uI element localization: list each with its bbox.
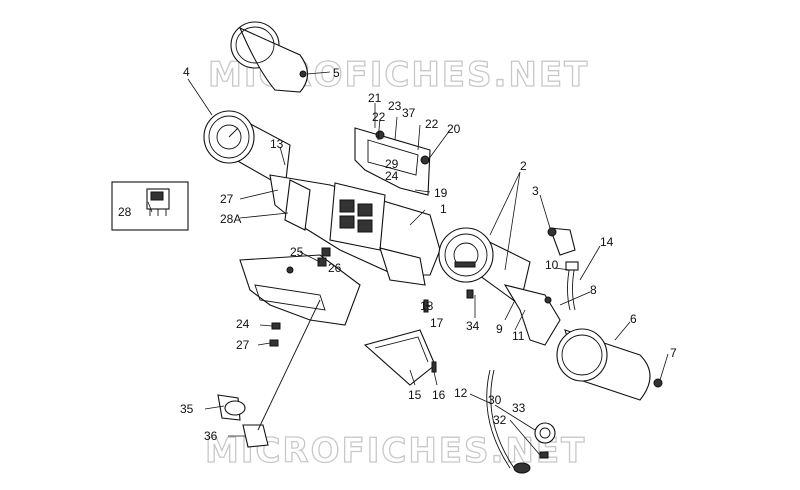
- callout-29: 28A: [220, 212, 241, 226]
- callout-10: 10: [545, 258, 559, 272]
- callout-labels: 4 5 13 27 28 28A 21 23 22 37 22 20 29 24…: [118, 65, 677, 443]
- callout-15: 15: [408, 388, 422, 402]
- callout-6: 6: [630, 312, 637, 326]
- callout-25: 25: [290, 245, 304, 259]
- callout-13: 13: [270, 137, 284, 151]
- callout-22-left: 22: [372, 110, 386, 124]
- part-19-upper-bracket: [354, 127, 431, 196]
- part-6-gauge-cover: [556, 328, 663, 401]
- leader-lines: [147, 71, 669, 456]
- callout-30: 29: [385, 157, 399, 171]
- part-lower-panel: [239, 254, 361, 326]
- callout-22-right: 22: [425, 117, 439, 131]
- part-14-cable: [565, 261, 579, 311]
- callout-37: 37: [402, 106, 416, 120]
- callout-21: 21: [368, 91, 382, 105]
- callout-4: 4: [183, 65, 190, 79]
- callout-24-lower: 24: [236, 317, 250, 331]
- callout-32: 32: [493, 413, 507, 427]
- callout-35: 35: [180, 402, 194, 416]
- callout-2: 2: [520, 159, 527, 173]
- callout-12: 12: [454, 386, 468, 400]
- callout-33: 33: [512, 401, 526, 415]
- callout-7: 7: [670, 346, 677, 360]
- callout-14: 14: [600, 235, 614, 249]
- callout-5: 5: [333, 66, 340, 80]
- callout-31: 30: [488, 393, 502, 407]
- callout-23: 23: [388, 99, 402, 113]
- part-3-connector: [547, 227, 576, 256]
- part-12-speedo-cable: [486, 369, 531, 474]
- part-5-gauge-cover: [230, 21, 309, 93]
- callout-34: 34: [466, 319, 480, 333]
- part-15-cover-plate: [363, 329, 436, 386]
- callout-17: 17: [430, 316, 444, 330]
- callout-1: 1: [440, 202, 447, 216]
- part-35-36-bulb-socket: [217, 299, 321, 448]
- callout-3: 3: [532, 184, 539, 198]
- callout-26: 26: [328, 261, 342, 275]
- callout-28A: 28: [118, 205, 132, 219]
- callout-18: 18: [420, 299, 434, 313]
- callout-28: 27: [220, 192, 234, 206]
- callout-19: 19: [434, 186, 448, 200]
- callout-36: 36: [204, 429, 218, 443]
- callout-24-upper: 24: [385, 169, 399, 183]
- callout-16: 16: [432, 388, 446, 402]
- part-33-gear: [534, 422, 556, 459]
- part-2-speedometer: [438, 227, 531, 306]
- part-8-bracket: [503, 284, 561, 346]
- callout-11: 11: [512, 329, 525, 343]
- main-dashboard-housing: [269, 174, 441, 286]
- callout-8: 8: [590, 283, 597, 297]
- callout-9: 9: [496, 322, 503, 336]
- callout-27: 27: [236, 338, 250, 352]
- callout-20: 20: [447, 122, 461, 136]
